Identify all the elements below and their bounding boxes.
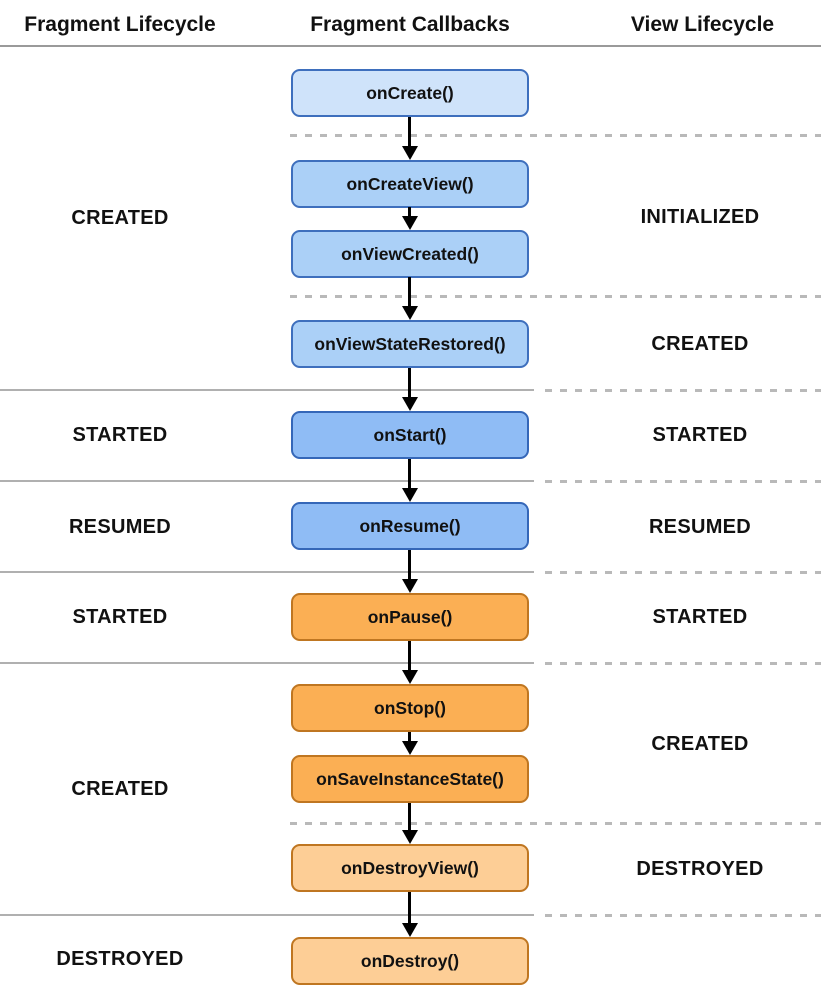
column-header-fragment-lifecycle: Fragment Lifecycle [24, 13, 216, 36]
view-state-divider-dashed [545, 571, 821, 574]
arrow-line [408, 459, 411, 488]
view-state-divider-dashed [545, 914, 821, 917]
callback-box-onviewcreated: onViewCreated() [291, 230, 529, 278]
callback-box-ondestroyview: onDestroyView() [291, 844, 529, 892]
callback-box-oncreateview: onCreateView() [291, 160, 529, 208]
arrow-down-icon [402, 670, 418, 684]
arrow-line [408, 368, 411, 397]
column-header-view-lifecycle: View Lifecycle [630, 13, 775, 36]
fragment-state-label: STARTED [72, 606, 168, 628]
callback-box-onstop: onStop() [291, 684, 529, 732]
arrow-down-icon [402, 488, 418, 502]
arrow-line [408, 117, 411, 146]
callback-box-onstart: onStart() [291, 411, 529, 459]
view-state-label: CREATED [651, 333, 749, 355]
fragment-state-divider-solid [0, 571, 534, 573]
view-state-divider-dashed [290, 134, 821, 137]
arrow-down-icon [402, 579, 418, 593]
arrow-line [408, 732, 411, 742]
fragment-state-label: RESUMED [68, 516, 172, 538]
fragment-state-label: DESTROYED [56, 948, 184, 970]
arrow-down-icon [402, 741, 418, 755]
view-state-label: CREATED [651, 733, 749, 755]
arrow-down-icon [402, 306, 418, 320]
arrow-down-icon [402, 216, 418, 230]
arrow-line [408, 277, 411, 306]
view-state-label: STARTED [652, 424, 748, 446]
view-state-label: RESUMED [648, 516, 752, 538]
view-state-divider-dashed [545, 662, 821, 665]
view-state-divider-dashed [290, 295, 821, 298]
view-state-label: DESTROYED [636, 858, 764, 880]
callback-box-ondestroy: onDestroy() [291, 937, 529, 985]
arrow-down-icon [402, 923, 418, 937]
callback-box-oncreate: onCreate() [291, 69, 529, 117]
fragment-state-divider-solid [0, 914, 534, 916]
arrow-down-icon [402, 830, 418, 844]
fragment-state-label: CREATED [71, 778, 169, 800]
view-state-divider-dashed [545, 389, 821, 392]
view-state-label: STARTED [652, 606, 748, 628]
view-state-divider-dashed [290, 822, 821, 825]
arrow-down-icon [402, 397, 418, 411]
fragment-state-label: STARTED [72, 424, 168, 446]
fragment-state-divider-solid [0, 480, 534, 482]
arrow-line [408, 892, 411, 923]
arrow-line [408, 803, 411, 831]
header-divider [0, 45, 821, 47]
callback-box-onsaveinstancestate: onSaveInstanceState() [291, 755, 529, 803]
callback-box-onviewstaterestored: onViewStateRestored() [291, 320, 529, 368]
fragment-state-label: CREATED [71, 207, 169, 229]
arrow-line [408, 641, 411, 670]
column-header-fragment-callbacks: Fragment Callbacks [310, 13, 510, 36]
fragment-state-divider-solid [0, 662, 534, 664]
arrow-line [408, 550, 411, 579]
view-state-divider-dashed [545, 480, 821, 483]
arrow-down-icon [402, 146, 418, 160]
callback-box-onresume: onResume() [291, 502, 529, 550]
fragment-state-divider-solid [0, 389, 534, 391]
view-state-label: INITIALIZED [640, 206, 760, 228]
callback-box-onpause: onPause() [291, 593, 529, 641]
arrow-line [408, 207, 411, 217]
